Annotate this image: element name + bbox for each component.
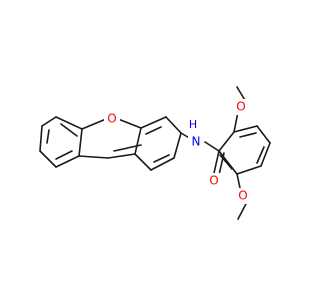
bond [41,116,57,127]
bond [55,116,83,130]
bond [256,125,271,144]
bond [213,150,220,174]
hydrogen-atom: H [189,118,197,131]
methoxy-oxygen-atom: O [236,100,245,114]
bond [165,116,182,134]
atom-layer: O N H O O O [104,99,251,204]
bond [78,155,109,159]
bond [153,154,170,163]
bond [150,157,175,171]
bond [233,111,239,133]
bond [204,141,220,152]
oxygen-atom: O [107,112,116,126]
bond [55,155,80,168]
bond [134,153,152,171]
bond [46,129,50,144]
molecule-svg: O N H O O O [39,86,271,220]
bond [107,153,136,159]
bond [55,150,73,160]
carbonyl-oxygen-atom: O [209,174,218,188]
bond [219,154,233,170]
atom-background [104,111,120,127]
atom-background [187,118,199,131]
nitrogen-atom: N [192,135,201,149]
bond [260,142,271,167]
bond [218,150,238,175]
atom-background [233,99,249,115]
atom-background [235,188,251,204]
molecule-diagram: O N H O O O [39,86,271,220]
bond [134,127,142,155]
bond [237,201,248,220]
bond [236,165,262,175]
bond [256,146,265,164]
bond [81,118,107,130]
bond [117,118,142,129]
bond [145,126,162,135]
atom-background [206,173,222,189]
bond [39,125,43,152]
atom-background [188,134,204,150]
bond [78,128,83,157]
bond [140,116,167,129]
bond [218,131,235,152]
bond [239,132,257,138]
bond [236,173,241,189]
bond [60,123,78,137]
methoxy-oxygen-atom: O [238,189,247,203]
bond [39,150,57,168]
bond [173,132,182,159]
bond [113,144,142,152]
bond [233,125,258,133]
